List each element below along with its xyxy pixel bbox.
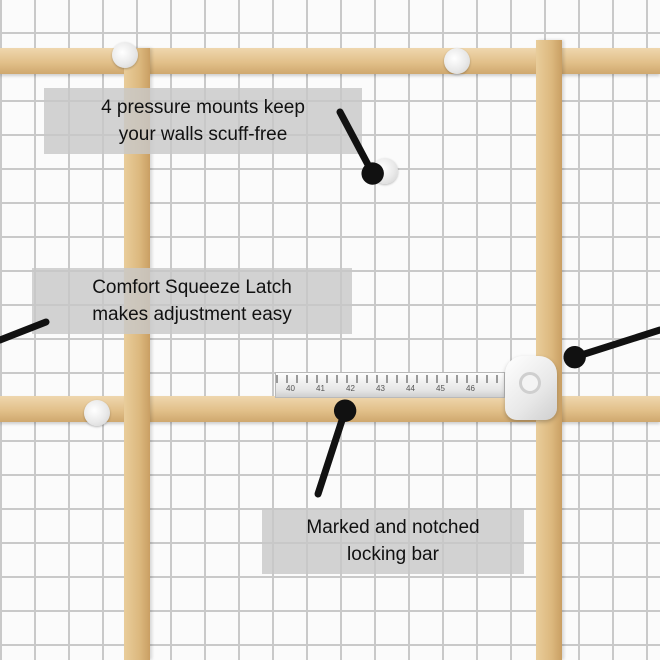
locking-bar: 40 41 42 43 44 45 46 [275,372,505,398]
arrow-to-pressure-mount [336,108,384,185]
callout-line: your walls scuff-free [118,124,288,145]
arrow-to-latch [563,326,660,369]
callout-line: locking bar [347,544,439,565]
locking-bar-mark: 42 [346,384,355,393]
arrow-left-offscreen [0,318,50,344]
arrow-to-locking-bar [314,399,357,498]
callout-pressure-mounts: 4 pressure mounts keep your walls scuff-… [44,88,362,154]
callout-line: makes adjustment easy [92,304,292,325]
callout-line: Comfort Squeeze Latch [92,277,292,298]
callout-locking-bar: Marked and notched locking bar [262,508,524,574]
pressure-mount [112,42,138,68]
callout-line: 4 pressure mounts keep [101,97,305,118]
latch-ring [519,372,541,394]
locking-bar-mark: 41 [316,384,325,393]
callout-comfort-latch: Comfort Squeeze Latch makes adjustment e… [32,268,352,334]
locking-bar-mark: 46 [466,384,475,393]
locking-bar-mark: 45 [436,384,445,393]
locking-bar-mark: 44 [406,384,415,393]
pressure-mount [84,400,110,426]
right-wood-post [536,40,562,660]
locking-bar-mark: 43 [376,384,385,393]
locking-bar-notches [276,375,504,383]
pressure-mount [444,48,470,74]
comfort-squeeze-latch [505,356,557,420]
callout-line: Marked and notched [306,517,480,538]
locking-bar-mark: 40 [286,384,295,393]
